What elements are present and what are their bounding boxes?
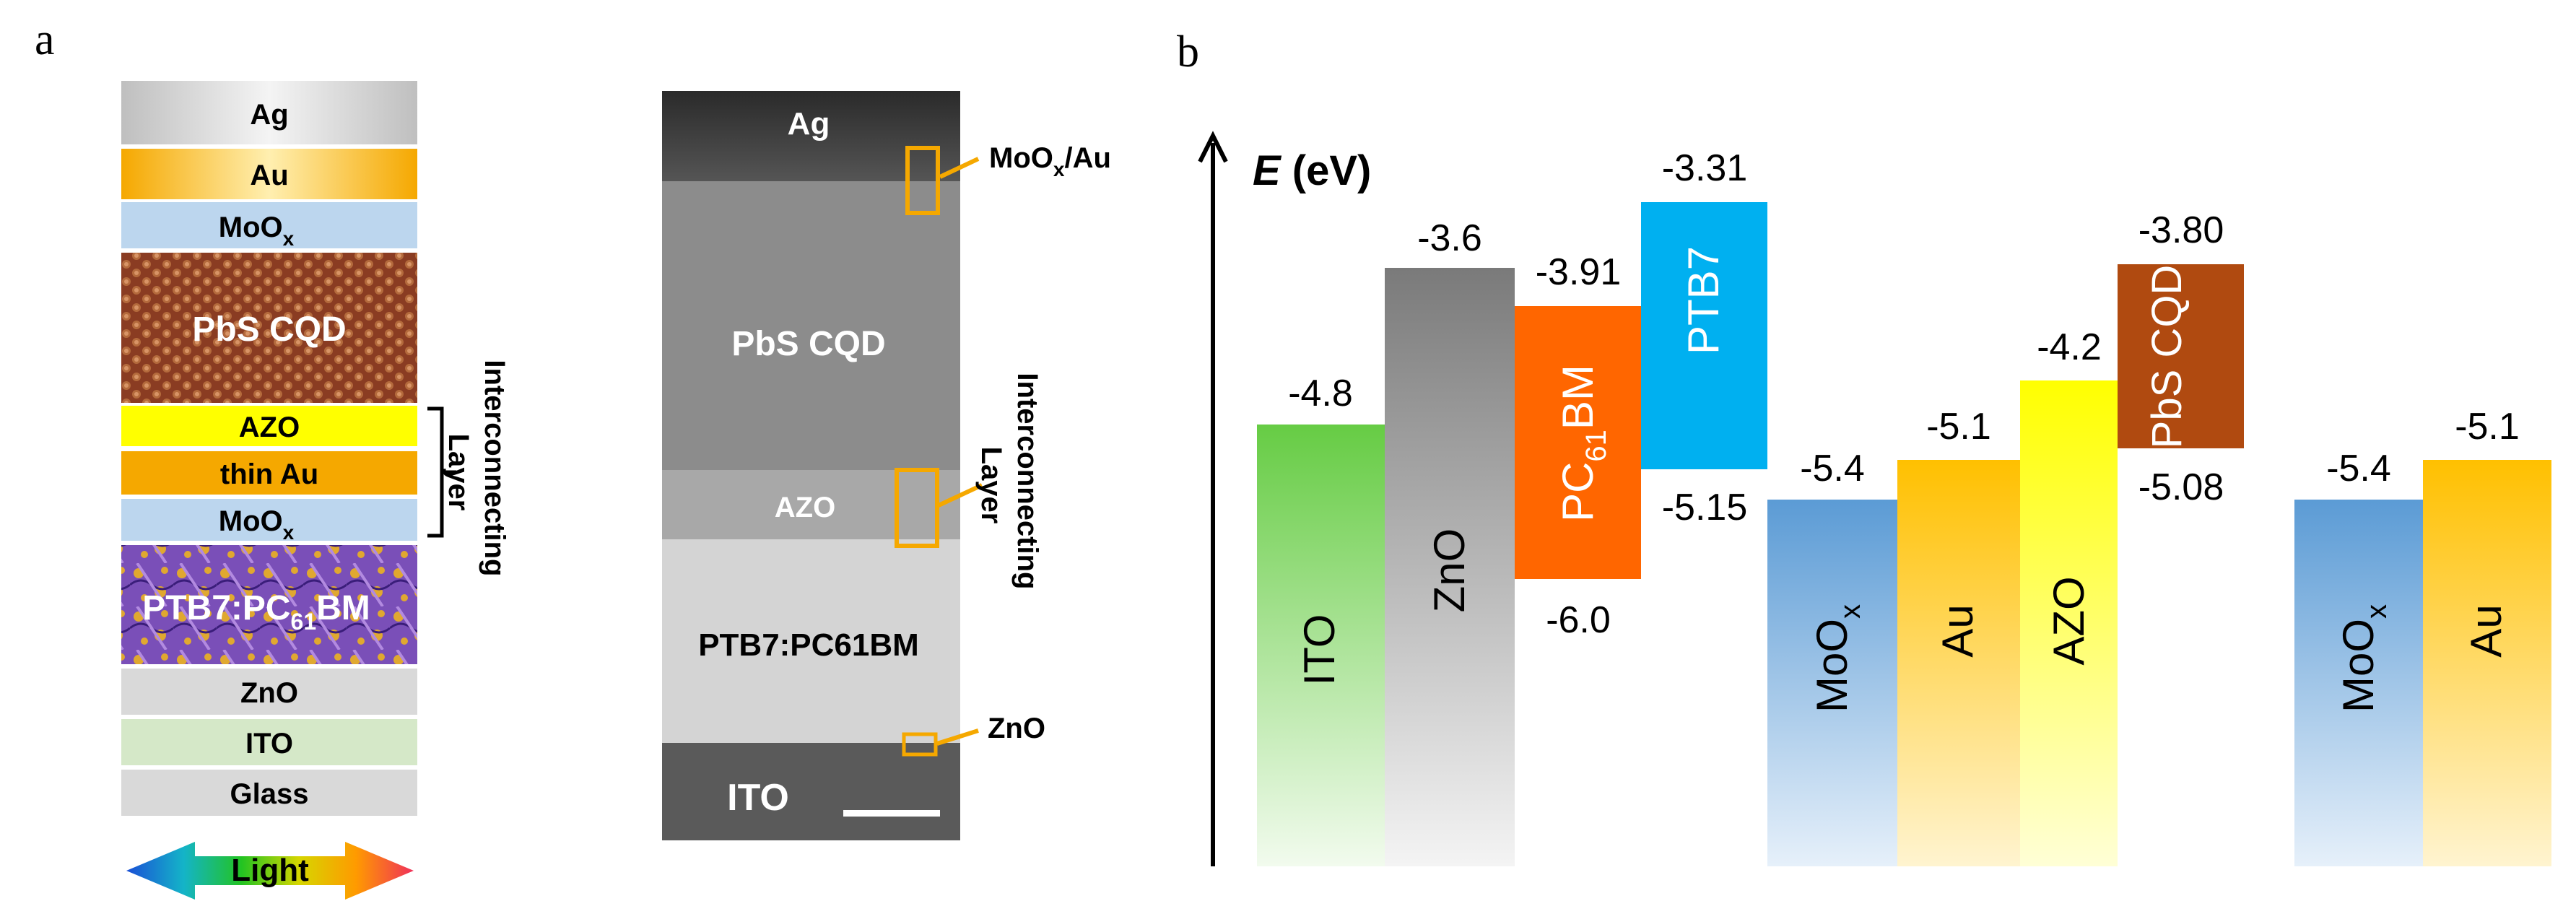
layer-au-label: Au (250, 160, 288, 191)
panel-a-label: a (35, 15, 55, 64)
light-arrow: Light (126, 842, 414, 900)
bar-ptb7-label: PTB7 (1679, 246, 1728, 354)
tem-box-zno (902, 732, 938, 757)
layer-zno-label: ZnO (240, 677, 298, 709)
layer-ito-label: ITO (245, 728, 293, 760)
tem-ptb7-label: PTB7:PC61BM (698, 627, 919, 663)
tem-azo-label: AZO (775, 492, 835, 523)
tem-box-moox-au (905, 146, 940, 215)
bar-ptb7 (1641, 202, 1767, 469)
energy-axis (1198, 131, 1228, 866)
layer-ptb7-pcbm (121, 545, 417, 664)
au-2-work-function: -5.1 (2455, 406, 2520, 448)
pcbm-homo: -6.0 (1546, 599, 1611, 641)
azo-work-function: -4.2 (2037, 326, 2102, 368)
device-stack: Ag Au MoOx PbS CQD AZO thin Au MoOx PTB7… (121, 81, 417, 816)
bar-azo-label: AZO (2045, 576, 2093, 665)
layer-moox-mid-label: MoOx (219, 505, 295, 544)
interconnecting-bracket (427, 406, 456, 538)
layer-thin-au (121, 451, 417, 495)
bar-moox-1 (1767, 500, 1897, 866)
layer-azo-label: AZO (239, 412, 300, 443)
callout-zno: ZnO (988, 713, 1045, 744)
bar-ito (1257, 425, 1385, 866)
bar-zno-label: ZnO (1425, 528, 1474, 613)
bar-ito-label: ITO (1295, 614, 1344, 686)
tem-ptb7-region (662, 539, 960, 743)
layer-zno (121, 669, 417, 715)
layer-ptb7-pcbm-label: PTB7:PC61BM (142, 589, 370, 635)
layer-au (121, 149, 417, 199)
tem-callouts (936, 157, 983, 746)
pcbm-lumo: -3.91 (1536, 251, 1622, 293)
bar-au-1-label: Au (1933, 604, 1982, 657)
bar-moox-1-label: MoOx (1808, 604, 1866, 713)
tem-cross-section: Ag PbS CQD AZO PTB7:PC61BM ITO (662, 91, 960, 840)
bar-pbs-cqd-label: PbS CQD (2144, 265, 2190, 449)
layer-ito (121, 719, 417, 765)
bar-azo (2020, 380, 2118, 866)
tem-ito-label: ITO (727, 777, 789, 819)
tem-ag-label: Ag (788, 106, 830, 142)
pbs-vb: -5.08 (2138, 466, 2224, 508)
bar-au-1 (1897, 460, 2020, 866)
tem-pbs-label: PbS CQD (731, 325, 885, 363)
layer-moox-mid (121, 499, 417, 541)
bar-pcbm-label: PC61BM (1554, 365, 1612, 522)
tem-azo-region (662, 470, 960, 539)
energy-axis-label: E (eV) (1253, 147, 1371, 194)
pbs-cb: -3.80 (2138, 209, 2224, 251)
layer-thin-au-label: thin Au (220, 458, 318, 490)
ptb7-lumo: -3.31 (1662, 147, 1748, 189)
panel-b-label: b (1177, 27, 1199, 77)
tem-box-azo (895, 468, 939, 548)
moox-1-work-function: -5.4 (1800, 448, 1865, 489)
layer-glass (121, 770, 417, 816)
tem-pbs-region (662, 181, 960, 470)
tem-ag-region (662, 91, 960, 181)
bar-moox-2-label: MoOx (2334, 604, 2393, 713)
layer-azo (121, 406, 417, 446)
scale-bar (843, 810, 940, 817)
bar-au-2 (2423, 460, 2551, 866)
layer-glass-label: Glass (230, 778, 309, 810)
light-label: Light (231, 853, 309, 888)
tem-ito-region (662, 743, 960, 840)
bar-zno (1385, 268, 1515, 866)
callout-moox-au: MoOx/Au (989, 142, 1111, 180)
bar-pbs-cqd (2118, 264, 2244, 448)
bar-au-2-label: Au (2462, 604, 2510, 657)
au-1-work-function: -5.1 (1926, 406, 1991, 448)
moox-2-work-function: -5.4 (2326, 448, 2391, 489)
interconnecting-label-a: Interconnecting Layer (443, 360, 510, 584)
layer-ag-label: Ag (250, 99, 288, 131)
bar-moox-2 (2294, 500, 2423, 866)
zno-cb: -3.6 (1417, 217, 1482, 259)
layer-ag (121, 81, 417, 144)
bar-pcbm (1515, 306, 1641, 579)
layer-moox-top-label: MoOx (219, 212, 295, 250)
energy-level-diagram: -4.8 ITO -3.6 ZnO -3.91 -6.0 PC61BM -3.3… (1257, 147, 2551, 866)
ptb7-homo: -5.15 (1662, 487, 1748, 528)
interconnecting-label-tem: Interconnecting Layer (975, 373, 1043, 597)
ito-work-function: -4.8 (1288, 373, 1353, 414)
layer-pbs-cqd-label: PbS CQD (192, 310, 346, 349)
layer-pbs-cqd (121, 253, 417, 403)
layer-moox-top (121, 202, 417, 248)
